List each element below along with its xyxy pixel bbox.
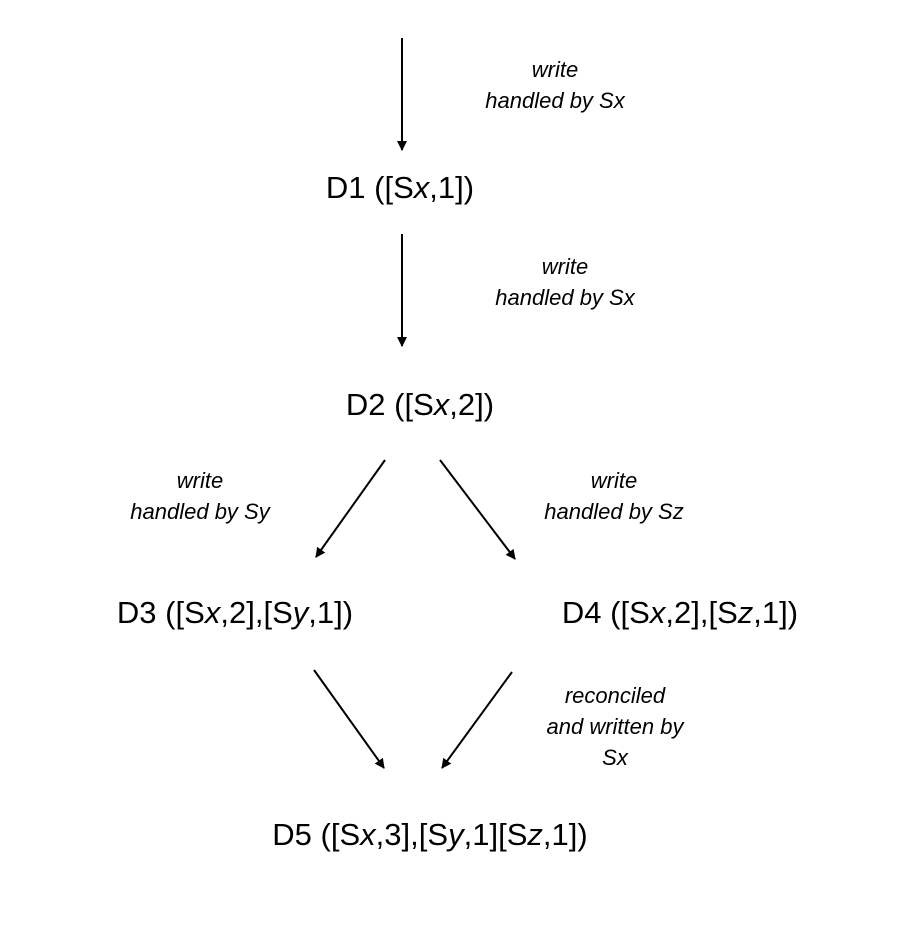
edge-label-line: handled by Sx bbox=[495, 285, 635, 310]
clock-count: 3 bbox=[384, 817, 402, 852]
clock-count: 1 bbox=[437, 170, 456, 205]
edge-label-line: write bbox=[590, 468, 638, 493]
node-name: D3 bbox=[116, 595, 157, 630]
node-name: D2 bbox=[345, 387, 386, 422]
clock-server: S bbox=[629, 595, 650, 630]
clock-server: S bbox=[506, 817, 528, 852]
edge-label-line: write bbox=[531, 57, 579, 82]
edge-label-line: Sx bbox=[602, 745, 628, 770]
edge-label-d4-to-d5: reconciled and written by Sx bbox=[500, 680, 730, 773]
clock-server-sub: x bbox=[413, 170, 430, 205]
edge-label-d2-to-d3: write handled by Sy bbox=[70, 465, 330, 527]
arrow-d2-to-d4 bbox=[439, 459, 516, 560]
clock-server: S bbox=[717, 595, 738, 630]
clock-count: 1 bbox=[472, 817, 490, 852]
node-name: D1 bbox=[325, 170, 366, 205]
clock-server-sub: z bbox=[527, 817, 543, 852]
clock-server-sub: x bbox=[649, 595, 666, 630]
clock-server-sub: z bbox=[737, 595, 754, 630]
clock-count: 2 bbox=[673, 595, 692, 630]
clock-server-sub: x bbox=[360, 817, 376, 852]
clock-count: 1 bbox=[551, 817, 569, 852]
node-d5: D5 ([Sx,3],[Sy,1][Sz,1]) bbox=[272, 817, 588, 852]
clock-count: 2 bbox=[228, 595, 247, 630]
node-name: D4 bbox=[561, 595, 602, 630]
edge-label-line: write bbox=[176, 468, 224, 493]
clock-server-sub: y bbox=[292, 595, 309, 630]
edge-label-line: reconciled bbox=[564, 683, 666, 708]
clock-server: S bbox=[393, 170, 414, 205]
edge-label-d1-to-d2: write handled by Sx bbox=[440, 251, 690, 313]
edge-label-line: handled by Sz bbox=[544, 499, 684, 524]
arrow-d3-to-d5 bbox=[313, 669, 385, 769]
clock-server-sub: x bbox=[433, 387, 450, 422]
edge-label-into-d1: write handled by Sx bbox=[430, 54, 680, 116]
clock-server-sub: y bbox=[448, 817, 464, 852]
arrow-d2-to-d3 bbox=[315, 459, 386, 558]
clock-count: 2 bbox=[457, 387, 476, 422]
edge-label-line: and written by bbox=[546, 714, 684, 739]
node-d2: D2 ([Sx,2]) bbox=[345, 387, 495, 422]
edge-label-d2-to-d4: write handled by Sz bbox=[484, 465, 744, 527]
clock-server: S bbox=[339, 817, 361, 852]
clock-server: S bbox=[272, 595, 293, 630]
edge-label-line: handled by Sy bbox=[130, 499, 270, 524]
edge-label-line: write bbox=[541, 254, 589, 279]
node-d4: D4 ([Sx,2],[Sz,1]) bbox=[561, 595, 799, 630]
node-d3: D3 ([Sx,2],[Sy,1]) bbox=[116, 595, 354, 630]
clock-server-sub: x bbox=[204, 595, 221, 630]
clock-count: 1 bbox=[761, 595, 780, 630]
edge-label-line: handled by Sx bbox=[485, 88, 625, 113]
clock-server: S bbox=[184, 595, 205, 630]
arrow-d4-to-d5 bbox=[441, 671, 513, 769]
clock-count: 1 bbox=[316, 595, 335, 630]
clock-server: S bbox=[427, 817, 449, 852]
node-name: D5 bbox=[272, 817, 312, 852]
node-d1: D1 ([Sx,1]) bbox=[325, 170, 475, 205]
clock-server: S bbox=[413, 387, 434, 422]
